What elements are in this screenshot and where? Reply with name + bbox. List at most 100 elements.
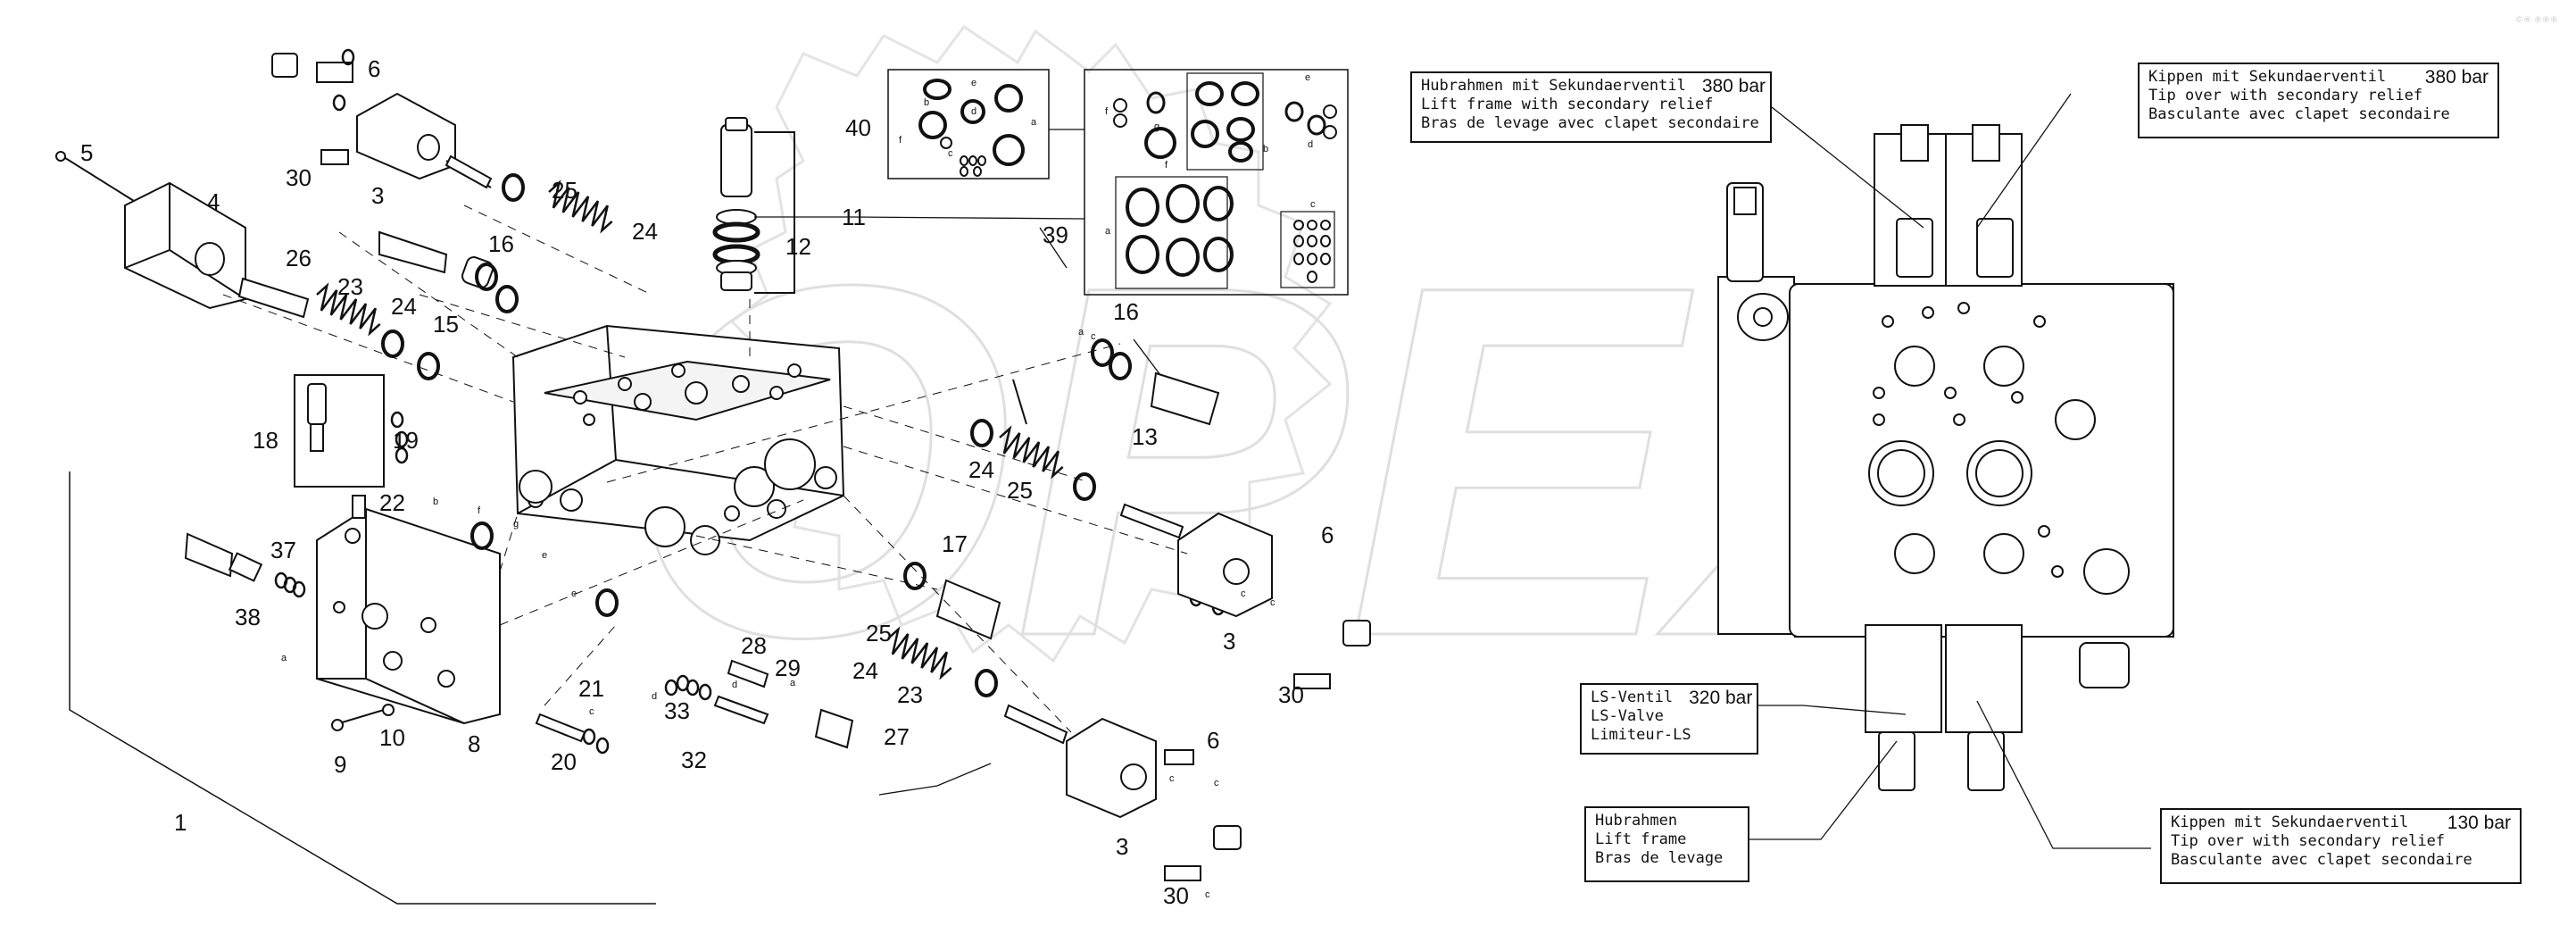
cartridge-26 [237, 230, 494, 319]
svg-text:d: d [971, 106, 976, 117]
part-label-10: 10 [379, 724, 405, 751]
pressure-rating: 320 bar [1689, 688, 1753, 708]
secondary-valve-housing-mid [1119, 503, 1371, 689]
svg-text:c: c [1205, 889, 1210, 900]
part-label-5: 5 [80, 139, 93, 166]
svg-text:a: a [790, 678, 796, 688]
svg-text:d: d [1308, 139, 1313, 150]
main-valve-block [511, 324, 845, 555]
part-label-16: 16 [488, 230, 514, 257]
assembly-guides [222, 204, 1188, 733]
svg-text:a: a [1078, 327, 1084, 338]
svg-text:d: d [652, 691, 657, 702]
callout-tip-secondary-relief-130: Kippen mit Sekundaerventil 130 bar Tip ov… [2160, 808, 2522, 884]
svg-text:c: c [589, 706, 594, 717]
part-number-labels: 1 22 3 3 3 4 5 6 6 6 8 9 10 11 12 13 15 … [80, 55, 1334, 909]
callout-line-fr: Basculante avec clapet secondaire [2171, 851, 2472, 869]
svg-text:c: c [1214, 778, 1219, 788]
svg-text:d: d [732, 680, 737, 690]
part-label-29: 29 [775, 655, 801, 681]
part-label-9: 9 [334, 751, 346, 778]
part-label-21: 21 [578, 675, 604, 702]
part-label-27: 27 [884, 723, 910, 750]
cartridge-17-13 [935, 371, 1220, 640]
svg-text:f: f [899, 135, 902, 146]
callout-line-fr: Bras de levage [1595, 849, 1724, 867]
part-label-24: 24 [852, 657, 878, 684]
callout-line-en: Lift frame with secondary relief [1421, 96, 1714, 113]
svg-text:g: g [513, 519, 519, 530]
callout-line-en: Lift frame [1595, 830, 1687, 848]
pilot-cartridge-38 [184, 532, 263, 582]
svg-text:f: f [1105, 106, 1109, 117]
seal-kit-40 [887, 69, 1050, 179]
svg-text:c: c [948, 148, 953, 159]
seal-kit-39 [1084, 69, 1349, 296]
part-label-19: 19 [393, 427, 419, 454]
part-label-37: 37 [270, 537, 296, 563]
part-label-25: 25 [1007, 477, 1033, 504]
svg-text:a: a [1031, 117, 1037, 128]
part-label-38: 38 [235, 604, 261, 630]
callout-line-en: Tip over with secondary relief [2171, 832, 2446, 850]
svg-text:e: e [1305, 72, 1310, 83]
part-label-22: 22 [379, 489, 405, 516]
callout-line-en: Tip over with secondary relief [2148, 87, 2423, 104]
part-label-4: 4 [207, 188, 220, 215]
part-label-40: 40 [845, 114, 871, 141]
callout-line-de: Hubrahmen mit Sekundaerventil [1421, 77, 1686, 95]
relief-housing [55, 151, 246, 310]
svg-text:e: e [971, 78, 976, 88]
pressure-rating: 380 bar [1701, 76, 1766, 96]
part-label-26: 26 [286, 245, 312, 271]
part-label-30: 30 [1278, 681, 1304, 708]
part-label-20: 20 [551, 748, 577, 775]
callout-lift-secondary-relief: Hubrahmen mit Sekundaerventil 380 bar Lif… [1410, 71, 1772, 143]
part-label-3: 3 [1116, 833, 1128, 860]
pressure-rating: 130 bar [2447, 813, 2511, 833]
secondary-valve-housing-top [271, 53, 493, 189]
svg-text:c: c [1310, 199, 1316, 210]
svg-text:b: b [1263, 144, 1268, 154]
part-label-28: 28 [741, 632, 767, 659]
svg-text:f: f [1165, 160, 1168, 171]
callout-lift-frame: Hubrahmen Lift frame Bras de levage [1584, 806, 1749, 882]
part-label-24: 24 [391, 293, 417, 320]
leader-lines [754, 93, 2151, 849]
small-fittings [331, 659, 854, 749]
svg-text:c: c [1241, 588, 1246, 599]
part-label-3: 3 [371, 182, 384, 209]
svg-text:e: e [571, 588, 577, 599]
relief-cartridge-18 [294, 374, 385, 519]
part-label-24: 24 [968, 456, 994, 483]
svg-text:g: g [1154, 121, 1159, 132]
part-label-23: 23 [337, 273, 363, 300]
callout-line-de: Kippen mit Sekundaerventil [2171, 813, 2409, 831]
part-label-15: 15 [433, 311, 459, 338]
part-label-6: 6 [368, 55, 380, 82]
part-label-24: 24 [632, 218, 658, 245]
svg-text:a: a [281, 653, 287, 663]
part-label-8: 8 [468, 730, 480, 757]
svg-text:c: c [1091, 331, 1096, 342]
assembled-valve-view [1717, 124, 2174, 791]
flange-block [316, 507, 501, 725]
part-label-12: 12 [785, 233, 811, 260]
callout-line-en: LS-Valve [1591, 707, 1664, 725]
svg-text:e: e [542, 550, 547, 561]
corner-mark: ©® ®®® [2515, 16, 2558, 25]
callout-line-de: LS-Ventil [1591, 688, 1674, 706]
part-label-25: 25 [552, 177, 578, 204]
svg-text:c: c [1169, 773, 1175, 784]
svg-text:c: c [1270, 597, 1276, 608]
part-label-33: 33 [664, 697, 690, 724]
part-label-30: 30 [286, 164, 312, 191]
callout-line-fr: Basculante avec clapet secondaire [2148, 105, 2450, 123]
callout-line-de: Kippen mit Sekundaerventil [2148, 68, 2387, 86]
part-label-25: 25 [866, 620, 892, 647]
svg-text:f: f [478, 505, 481, 516]
part-label-6: 6 [1207, 727, 1219, 754]
part-label-11: 11 [842, 204, 866, 230]
